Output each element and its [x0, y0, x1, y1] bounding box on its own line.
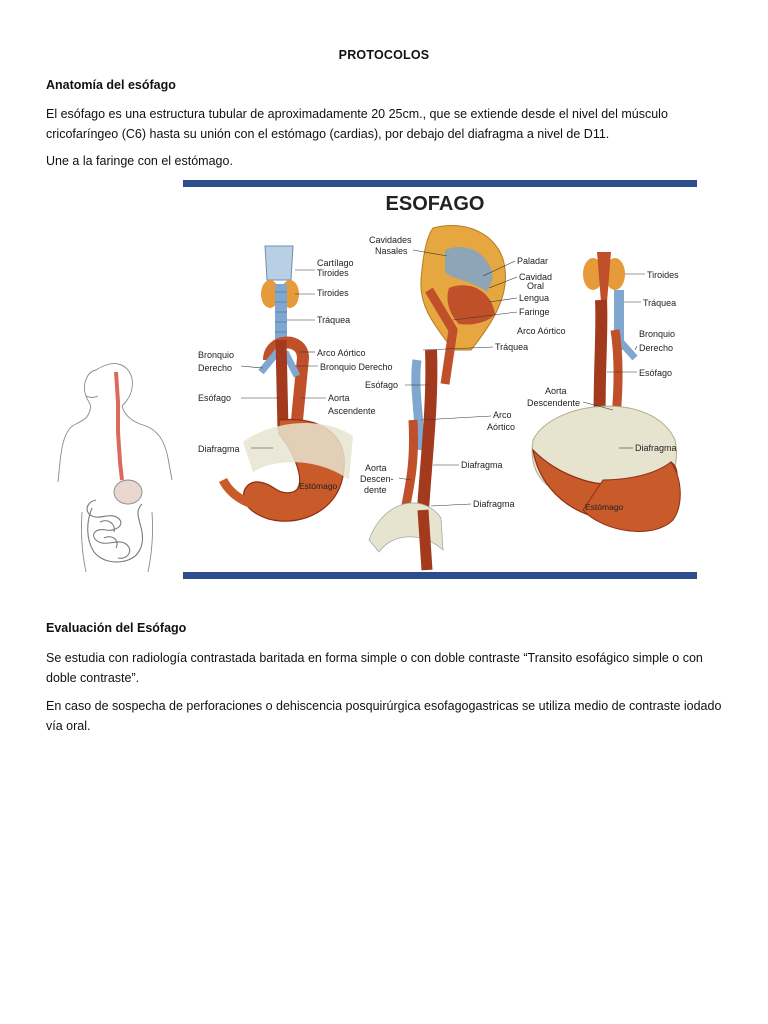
figure-title: ESOFAGO — [386, 193, 485, 215]
svg-text:Nasales: Nasales — [375, 246, 408, 256]
svg-text:Oral: Oral — [527, 281, 544, 291]
right-labels: Tiroides Tráquea Bronquio Derecho Esófag… — [527, 270, 679, 512]
svg-text:Diafragma: Diafragma — [461, 460, 503, 470]
svg-text:dente: dente — [364, 485, 387, 495]
paragraph-connection: Une a la faringe con el estómago. — [46, 154, 233, 168]
svg-text:Aorta: Aorta — [545, 386, 567, 396]
middle-leader-lines — [398, 249, 518, 507]
middle-labels: Cavidades Nasales Paladar Cavidad Oral L… — [360, 235, 566, 509]
svg-text:Cavidad: Cavidad — [519, 272, 552, 282]
svg-text:Derecho: Derecho — [639, 343, 673, 353]
paragraph-line: cricofaríngeo (C6) hasta su unión con el… — [46, 127, 610, 141]
intestine-shape — [86, 499, 144, 563]
svg-text:Descendente: Descendente — [527, 398, 580, 408]
svg-text:Estómago: Estómago — [585, 502, 624, 512]
svg-text:Esófago: Esófago — [365, 380, 398, 390]
svg-text:Cartílago: Cartílago — [317, 258, 354, 268]
svg-text:Tiroides: Tiroides — [317, 288, 349, 298]
left-anatomy-drawing — [218, 245, 353, 522]
svg-text:Arco: Arco — [493, 410, 512, 420]
svg-text:Diafragma: Diafragma — [198, 444, 240, 454]
svg-text:Arco Aórtico: Arco Aórtico — [317, 348, 366, 358]
svg-text:Esófago: Esófago — [198, 393, 231, 403]
stomach-shape — [113, 479, 143, 505]
svg-text:Tráquea: Tráquea — [643, 298, 676, 308]
paragraph-line: En caso de sospecha de perforaciones o d… — [46, 699, 722, 713]
svg-text:Derecho: Derecho — [198, 363, 232, 373]
middle-anatomy-drawing — [368, 225, 506, 571]
paragraph-line: El esófago es una estructura tubular de … — [46, 107, 668, 121]
svg-text:Diafragma: Diafragma — [473, 499, 515, 509]
svg-text:Diafragma: Diafragma — [635, 443, 677, 453]
section-heading-evaluation: Evaluación del Esófago — [46, 621, 187, 635]
body-outline-illustration — [57, 363, 173, 573]
esophagus-anatomy-figure: ESOFAGO Cartílago Tiroides — [183, 180, 697, 579]
svg-text:Cavidades: Cavidades — [369, 235, 412, 245]
svg-text:Esófago: Esófago — [639, 368, 672, 378]
paragraph-line: vía oral. — [46, 719, 91, 733]
figure-bottom-border — [183, 572, 697, 579]
paragraph-line: Se estudia con radiología contrastada ba… — [46, 651, 703, 665]
svg-text:Bronquio: Bronquio — [639, 329, 675, 339]
svg-text:Tráquea: Tráquea — [495, 342, 528, 352]
left-labels: Cartílago Tiroides Tiroides Tráquea Bron… — [198, 258, 393, 491]
esophagus-shape — [114, 371, 124, 481]
svg-text:Tiroides: Tiroides — [647, 270, 679, 280]
paragraph-anatomy-definition: El esófago es una estructura tubular de … — [46, 104, 726, 144]
svg-text:Descen-: Descen- — [360, 474, 394, 484]
section-heading-anatomy: Anatomía del esófago — [46, 78, 176, 92]
left-leader-lines — [240, 269, 326, 449]
right-leader-lines — [582, 273, 645, 449]
svg-text:Arco Aórtico: Arco Aórtico — [517, 326, 566, 336]
svg-text:Lengua: Lengua — [519, 293, 549, 303]
paragraph-evaluation-method: Se estudia con radiología contrastada ba… — [46, 648, 726, 688]
svg-text:Bronquio Derecho: Bronquio Derecho — [320, 362, 393, 372]
svg-text:Tiroides: Tiroides — [317, 268, 349, 278]
svg-text:Paladar: Paladar — [517, 256, 548, 266]
paragraph-line: doble contraste”. — [46, 671, 140, 685]
figure-top-border — [183, 180, 697, 187]
svg-text:Aorta: Aorta — [328, 393, 350, 403]
paragraph-contrast-note: En caso de sospecha de perforaciones o d… — [46, 696, 726, 736]
right-anatomy-drawing — [531, 252, 681, 532]
svg-text:Aorta: Aorta — [365, 463, 387, 473]
svg-text:Estómago: Estómago — [299, 481, 338, 491]
svg-text:Aórtico: Aórtico — [487, 422, 515, 432]
svg-text:Bronquio: Bronquio — [198, 350, 234, 360]
svg-text:Ascendente: Ascendente — [328, 406, 376, 416]
svg-text:Tráquea: Tráquea — [317, 315, 350, 325]
document-title: PROTOCOLOS — [338, 48, 430, 62]
svg-text:Faringe: Faringe — [519, 307, 550, 317]
